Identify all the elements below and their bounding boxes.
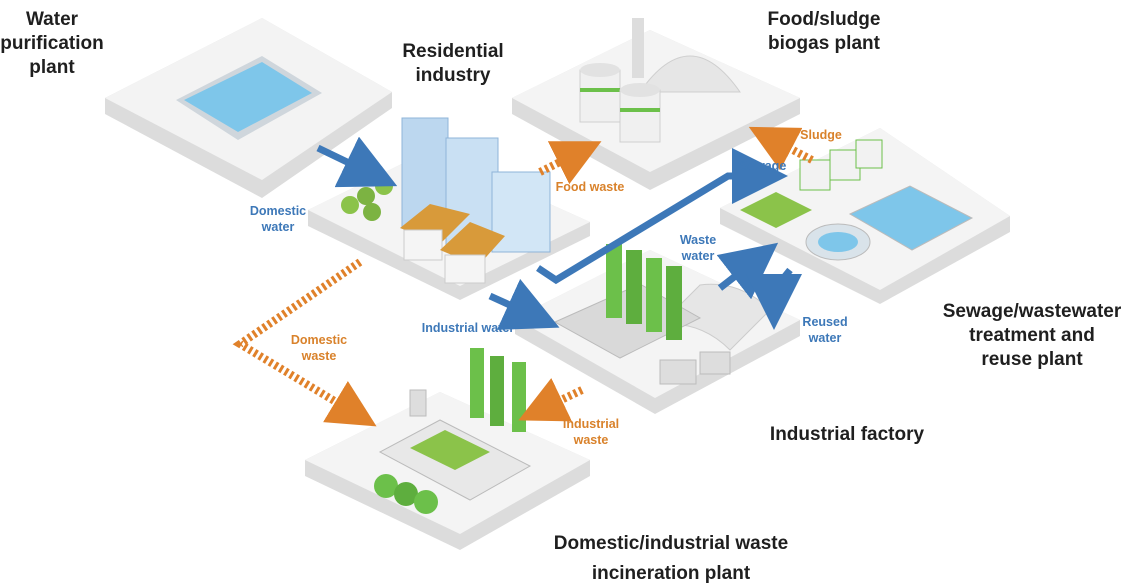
water-flows [316, 136, 802, 330]
reused-water-arrow [746, 267, 802, 330]
industrial-water-arrow [488, 278, 560, 330]
label-biogas: Food/sludge biogas plant [767, 9, 881, 54]
factory-platform [515, 244, 800, 414]
incineration-platform [305, 348, 590, 550]
food-waste-arrow [538, 141, 602, 185]
flow-label-domestic-waste: Domestic waste [290, 333, 348, 364]
label-residential: Residential industry [402, 41, 504, 86]
flow-label-industrial-waste: Industrial waste [562, 417, 620, 448]
flow-label-waste-water: Waste water [679, 233, 717, 264]
industrial-waste-arrow [518, 378, 584, 422]
sewage-arrow [536, 148, 788, 285]
domestic-waste-arrow [232, 258, 377, 427]
flow-label-sewage: Sewage [739, 159, 787, 173]
label-sewage: Sewage/wastewater treatment and reuse pl… [942, 301, 1122, 370]
label-water-purification: Water purification plant [0, 9, 104, 78]
sludge-arrow [748, 126, 814, 171]
waste-flows [232, 126, 814, 427]
domestic-water-arrow [316, 136, 398, 188]
flow-label-sludge: Sludge [800, 128, 842, 142]
flow-label-reused-water: Reused water [802, 315, 848, 346]
waste-water-arrow [716, 242, 779, 300]
label-incineration-line2: incineration plant [591, 563, 751, 584]
water-purification-platform [105, 18, 392, 198]
flow-label-industrial-water: Industrial water [421, 321, 515, 335]
flow-label-food-waste: Food waste [555, 180, 625, 194]
flow-label-domestic-water: Domestic water [249, 204, 307, 235]
label-incineration-line1: Domestic/industrial waste [553, 533, 789, 554]
label-factory: Industrial factory [769, 424, 925, 445]
sewage-platform [720, 128, 1010, 304]
